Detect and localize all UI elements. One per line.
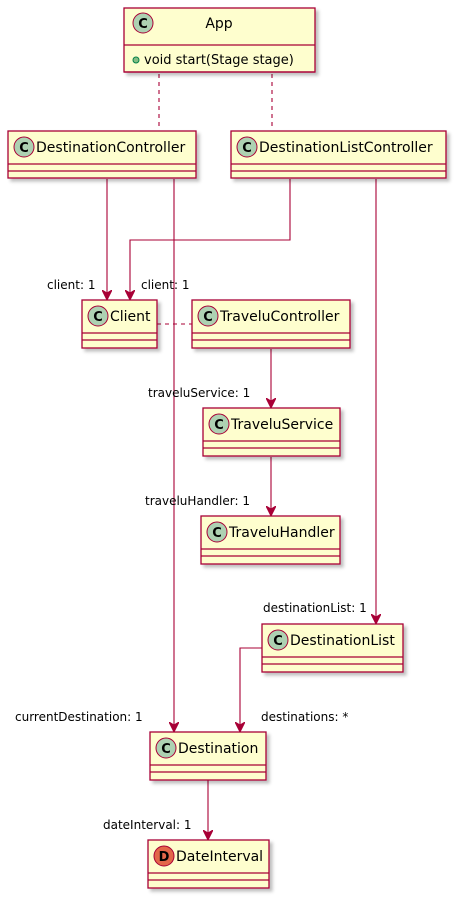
class-badge-letter: C bbox=[161, 742, 171, 757]
class-client-name: Client bbox=[110, 309, 151, 325]
class-icon bbox=[155, 737, 177, 759]
class-destination-controller[interactable]: C DestinationController bbox=[7, 130, 197, 179]
role-label-client-2: client: 1 bbox=[141, 278, 189, 292]
class-travelu-controller[interactable]: C TraveluController bbox=[191, 299, 351, 349]
edge-destination-list-controller-client bbox=[130, 179, 291, 299]
class-badge-letter: C bbox=[214, 418, 224, 433]
class-icon bbox=[267, 629, 289, 651]
class-app-name: App bbox=[205, 16, 232, 32]
class-client[interactable]: C Client bbox=[81, 299, 158, 349]
class-travelu-service[interactable]: C TraveluService bbox=[202, 407, 341, 457]
class-destination-name: Destination bbox=[178, 741, 258, 757]
class-destination-controller-box bbox=[7, 130, 197, 179]
class-icon bbox=[208, 413, 230, 435]
class-badge-letter: C bbox=[138, 17, 148, 32]
class-destination[interactable]: C Destination bbox=[149, 731, 267, 781]
class-travelu-controller-name: TraveluController bbox=[219, 309, 340, 325]
edges bbox=[107, 74, 376, 839]
class-icon bbox=[197, 305, 219, 327]
class-destination-list-controller-name: DestinationListController bbox=[259, 140, 433, 156]
datatype-badge-letter: D bbox=[159, 850, 170, 865]
class-app[interactable]: C App void start(Stage stage) bbox=[123, 7, 316, 73]
class-app-member-start: void start(Stage stage) bbox=[144, 53, 294, 68]
class-badge-letter: C bbox=[203, 310, 213, 325]
role-label-client-1: client: 1 bbox=[47, 278, 95, 292]
role-label-destinations: destinations: * bbox=[261, 710, 348, 724]
class-icon bbox=[236, 136, 258, 158]
role-label-date-interval: dateInterval: 1 bbox=[103, 818, 192, 832]
class-destination-list-name: DestinationList bbox=[290, 633, 395, 649]
class-destination-list-controller-box bbox=[230, 130, 447, 179]
class-badge-letter: C bbox=[242, 141, 252, 156]
edge-destination-list-destination bbox=[240, 647, 262, 731]
class-date-interval[interactable]: D DateInterval bbox=[147, 839, 270, 889]
class-icon bbox=[132, 12, 154, 34]
class-badge-letter: C bbox=[93, 310, 103, 325]
role-label-destination-list: destinationList: 1 bbox=[263, 601, 367, 615]
role-labels: client: 1 client: 1 traveluService: 1 tr… bbox=[15, 278, 367, 832]
role-label-travelu-service: traveluService: 1 bbox=[148, 386, 250, 400]
class-badge-letter: C bbox=[212, 526, 222, 541]
class-icon bbox=[206, 521, 228, 543]
class-travelu-handler[interactable]: C TraveluHandler bbox=[200, 515, 341, 565]
class-destination-list-controller[interactable]: C DestinationListController bbox=[230, 130, 447, 179]
class-icon bbox=[13, 136, 35, 158]
class-app-box bbox=[123, 7, 316, 73]
public-visibility-icon bbox=[132, 56, 140, 64]
datatype-icon bbox=[153, 845, 175, 867]
class-travelu-service-name: TraveluService bbox=[230, 417, 333, 433]
role-label-travelu-handler: traveluHandler: 1 bbox=[145, 494, 250, 508]
class-travelu-handler-name: TraveluHandler bbox=[228, 525, 335, 541]
class-destination-controller-name: DestinationController bbox=[36, 140, 185, 156]
class-badge-letter: C bbox=[273, 634, 283, 649]
class-destination-list[interactable]: C DestinationList bbox=[261, 623, 404, 673]
role-label-current-destination: currentDestination: 1 bbox=[15, 710, 143, 724]
class-icon bbox=[87, 305, 109, 327]
class-badge-letter: C bbox=[19, 141, 29, 156]
class-date-interval-name: DateInterval bbox=[176, 849, 263, 865]
